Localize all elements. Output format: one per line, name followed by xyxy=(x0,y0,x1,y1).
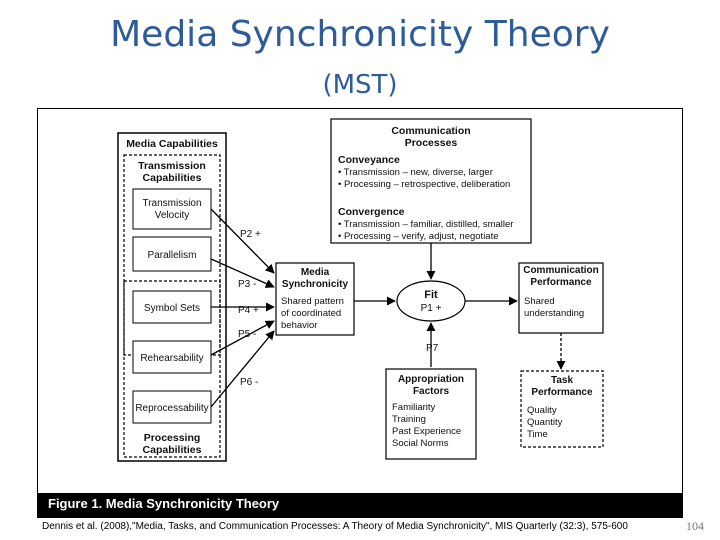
reprocessability-label: Reprocessability xyxy=(135,403,208,414)
transmission-capabilities-group xyxy=(123,154,221,356)
media-capabilities-box xyxy=(117,132,227,462)
symbol-sets-label: Symbol Sets xyxy=(144,303,200,314)
conveyance-item-1: • Transmission – new, diverse, larger xyxy=(338,167,493,178)
fit-ellipse xyxy=(396,280,466,322)
fit-proposition: P1 + xyxy=(421,303,442,314)
task-performance-item-3: Time xyxy=(527,429,548,440)
rehearsability-box xyxy=(132,340,212,374)
proposition-p3: P3 - xyxy=(238,279,256,290)
arrow-rehearsability-to-synchronicity xyxy=(210,320,275,356)
communication-processes-heading-2: Processes xyxy=(405,137,458,149)
proposition-p5: P5 - xyxy=(238,329,256,340)
transmission-capabilities-heading-1: Transmission xyxy=(138,160,206,172)
media-synchronicity-heading-2: Synchronicity xyxy=(282,279,349,290)
media-synchronicity-box xyxy=(275,262,355,336)
appropriation-item-3: Past Experience xyxy=(392,426,461,437)
conveyance-heading: Conveyance xyxy=(338,154,400,166)
transmission-velocity-box xyxy=(132,188,212,230)
appropriation-factors-box xyxy=(385,368,477,460)
mst-diagram: Media Capabilities Transmission Capabili… xyxy=(117,118,604,462)
media-synchronicity-body-3: behavior xyxy=(281,320,317,331)
arrow-velocity-to-synchronicity xyxy=(210,208,275,274)
media-synchronicity-heading-1: Media xyxy=(301,267,330,278)
citation: Dennis et al. (2008),"Media, Tasks, and … xyxy=(42,521,628,532)
fit-label: Fit xyxy=(424,289,438,301)
arrow-reprocessability-to-synchronicity xyxy=(210,330,275,408)
convergence-item-1: • Transmission – familiar, distilled, sm… xyxy=(338,219,513,230)
task-performance-item-1: Quality xyxy=(527,405,557,416)
proposition-p2: P2 + xyxy=(240,229,261,240)
task-performance-item-2: Quantity xyxy=(527,417,563,428)
task-performance-heading-1: Task xyxy=(551,375,573,386)
communication-performance-body-2: understanding xyxy=(524,308,584,319)
proposition-p6: P6 - xyxy=(240,377,258,388)
proposition-p7: P7 xyxy=(426,343,439,354)
rehearsability-label: Rehearsability xyxy=(140,353,203,364)
conveyance-item-2: • Processing – retrospective, deliberati… xyxy=(338,179,510,190)
page-number: 104 xyxy=(686,519,704,533)
task-performance-box xyxy=(520,370,604,448)
communication-performance-body-1: Shared xyxy=(524,296,555,307)
communication-performance-heading-1: Communication xyxy=(523,265,599,276)
communication-processes-box xyxy=(330,118,532,244)
processing-capabilities-heading-1: Processing xyxy=(144,432,201,444)
media-synchronicity-body-1: Shared pattern xyxy=(281,296,344,307)
appropriation-item-1: Familiarity xyxy=(392,402,436,413)
figure-caption-bar: Figure 1. Media Synchronicity Theory xyxy=(38,493,682,517)
slide-title: Media Synchronicity Theory xyxy=(110,14,610,55)
slide-subtitle: (MST) xyxy=(322,70,398,100)
transmission-capabilities-heading-2: Capabilities xyxy=(143,172,202,184)
parallelism-box xyxy=(132,236,212,272)
processing-capabilities-heading-2: Capabilities xyxy=(143,444,202,456)
appropriation-item-2: Training xyxy=(392,414,426,425)
media-capabilities-heading: Media Capabilities xyxy=(126,138,218,150)
appropriation-factors-heading-2: Factors xyxy=(413,386,450,397)
media-synchronicity-body-2: of coordinated xyxy=(281,308,341,319)
reprocessability-box xyxy=(132,390,212,424)
task-performance-heading-2: Performance xyxy=(531,387,593,398)
transmission-velocity-label-2: Velocity xyxy=(155,210,189,221)
proposition-p4: P4 + xyxy=(238,305,259,316)
parallelism-label: Parallelism xyxy=(148,250,197,261)
convergence-heading: Convergence xyxy=(338,206,405,218)
appropriation-factors-heading-1: Appropriation xyxy=(398,374,464,385)
transmission-velocity-label-1: Transmission xyxy=(142,198,201,209)
mst-figure: Media Capabilities Transmission Capabili… xyxy=(37,108,683,518)
communication-performance-heading-2: Performance xyxy=(530,277,592,288)
arrow-parallelism-to-synchronicity xyxy=(210,258,275,288)
processing-capabilities-group xyxy=(123,280,221,458)
communication-processes-heading-1: Communication xyxy=(391,125,470,137)
figure-caption: Figure 1. Media Synchronicity Theory xyxy=(48,496,280,511)
appropriation-item-4: Social Norms xyxy=(392,438,449,449)
convergence-item-2: • Processing – verify, adjust, negotiate xyxy=(338,231,499,242)
